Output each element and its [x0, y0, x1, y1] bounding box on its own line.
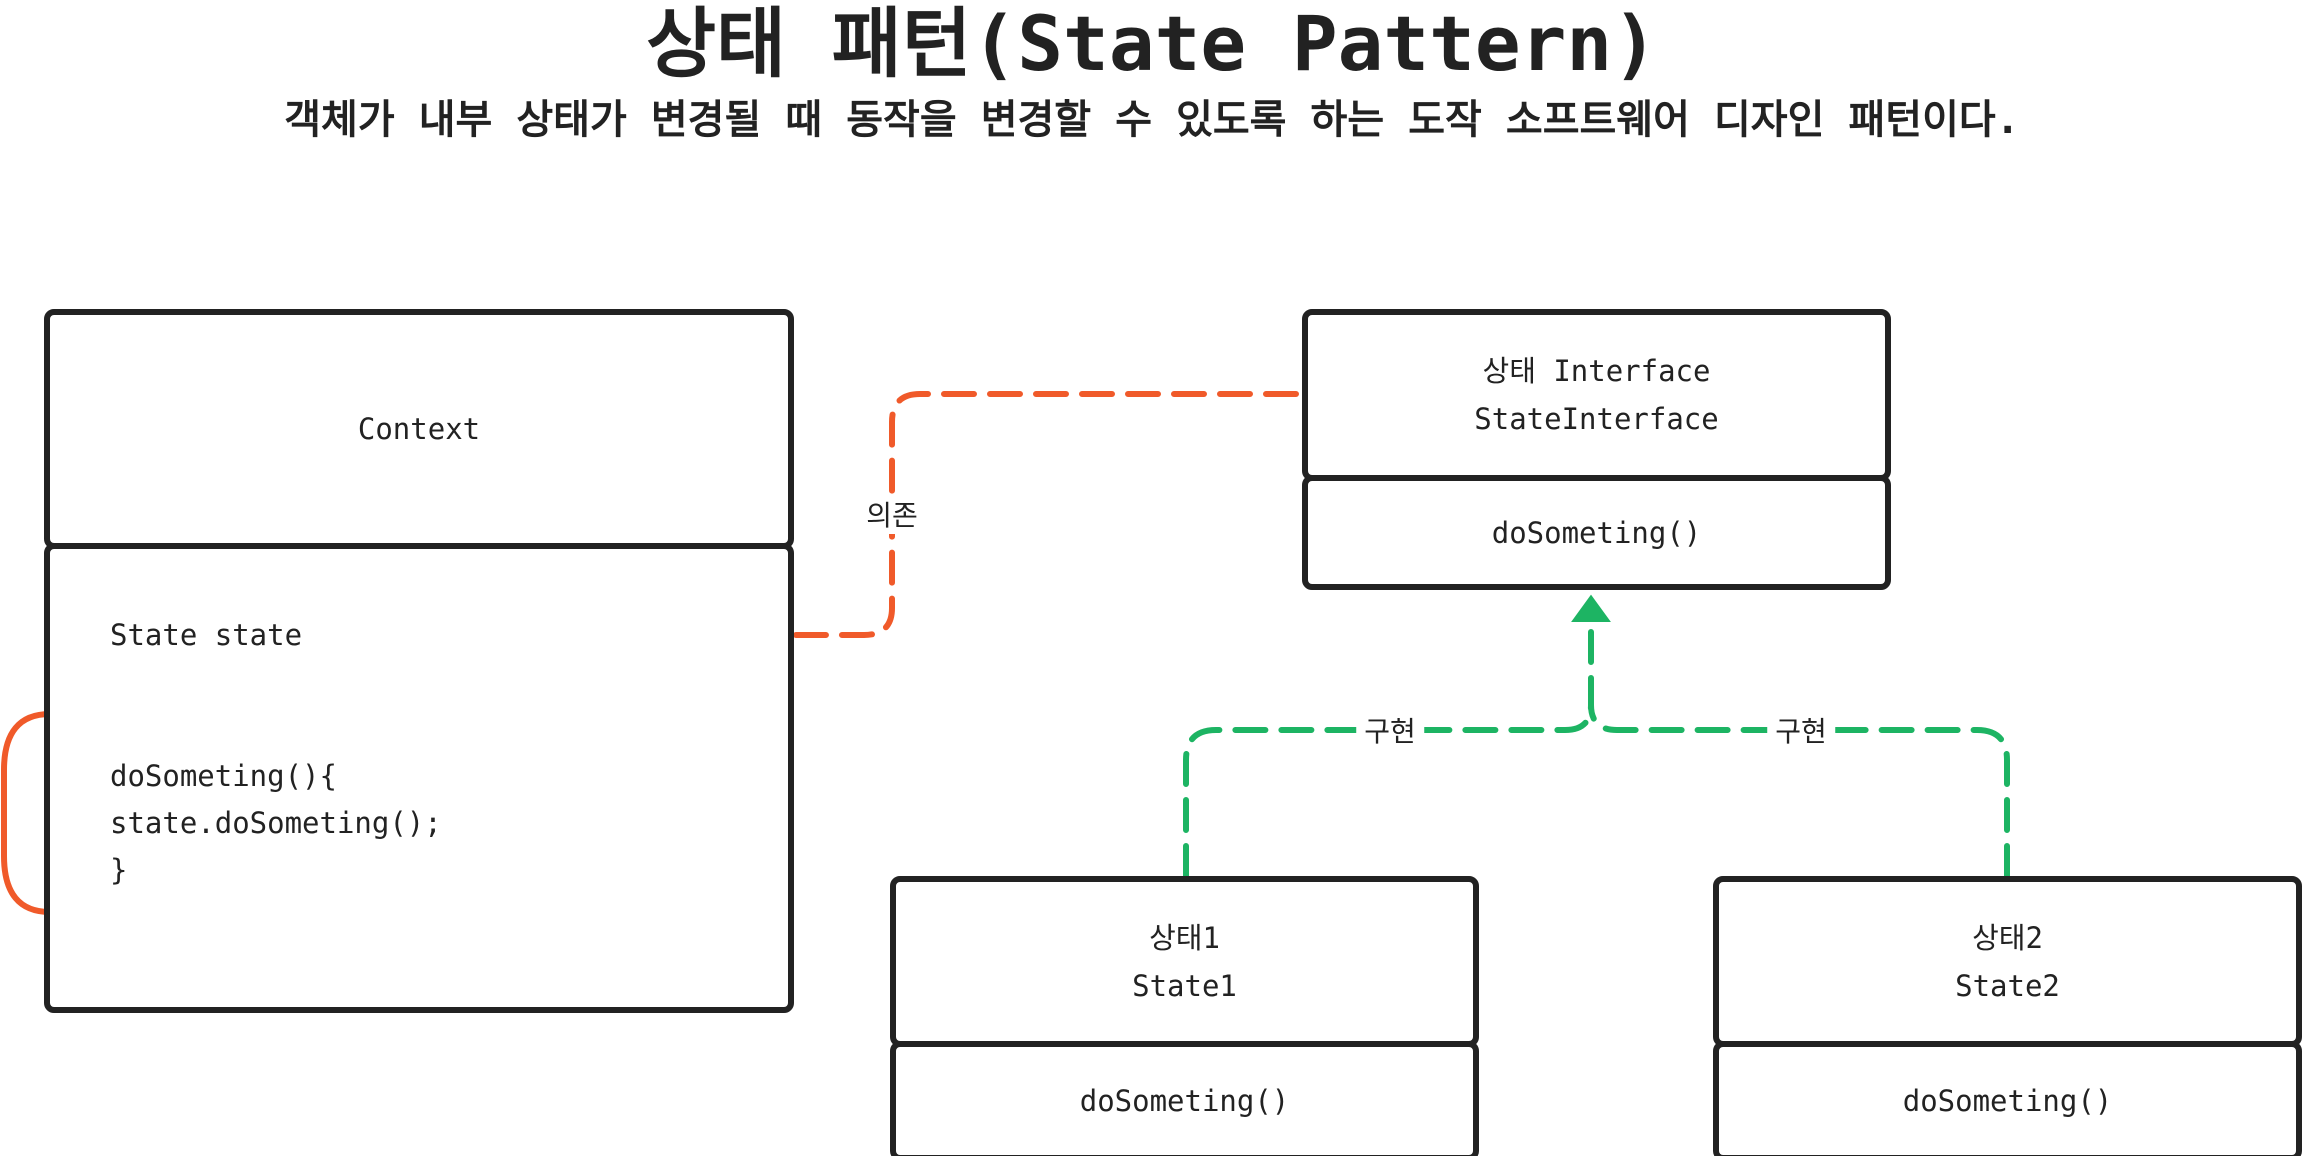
dependency-label: 의존 [858, 494, 926, 534]
method-bracket [0, 711, 95, 915]
impl-edge-right [1588, 702, 2010, 879]
interface-name: StateInterface [1474, 402, 1719, 436]
impl-arrowhead [1571, 594, 1611, 622]
impl-label-left: 구현 [1356, 710, 1424, 750]
interface-class-methods: doSometing() [1302, 475, 1891, 590]
page-subtitle: 객체가 내부 상태가 변경될 때 동작을 변경할 수 있도록 하는 도작 소프트… [284, 97, 2020, 143]
interface-method: doSometing() [1491, 515, 1702, 550]
context-class-body [44, 543, 794, 1013]
state2-class-header: 상태2 State2 [1713, 876, 2302, 1047]
state2-class-methods: doSometing() [1713, 1041, 2302, 1156]
state1-class-methods: doSometing() [890, 1041, 1479, 1156]
state2-label: 상태2 [1972, 920, 2043, 955]
interface-class-header: 상태 Interface StateInterface [1302, 309, 1891, 481]
state1-method: doSometing() [1079, 1084, 1290, 1118]
state1-class-header: 상태1 State1 [890, 876, 1479, 1047]
context-name: Context [357, 412, 481, 446]
state1-name: State1 [1132, 968, 1237, 1003]
context-method-line: state.doSometing(); [110, 806, 442, 840]
page-title: 상태 패턴(State Pattern) [646, 0, 1658, 88]
state1-label: 상태1 [1149, 920, 1220, 955]
state2-name: State2 [1955, 968, 2060, 1003]
interface-label: 상태 Interface [1482, 354, 1711, 388]
context-field: State state [110, 618, 303, 652]
state2-method: doSometing() [1902, 1084, 2113, 1118]
context-class-header: Context [44, 309, 794, 549]
impl-label-right: 구현 [1767, 710, 1835, 750]
context-method-line: doSometing(){ [110, 759, 337, 793]
context-method-line: } [110, 853, 128, 887]
